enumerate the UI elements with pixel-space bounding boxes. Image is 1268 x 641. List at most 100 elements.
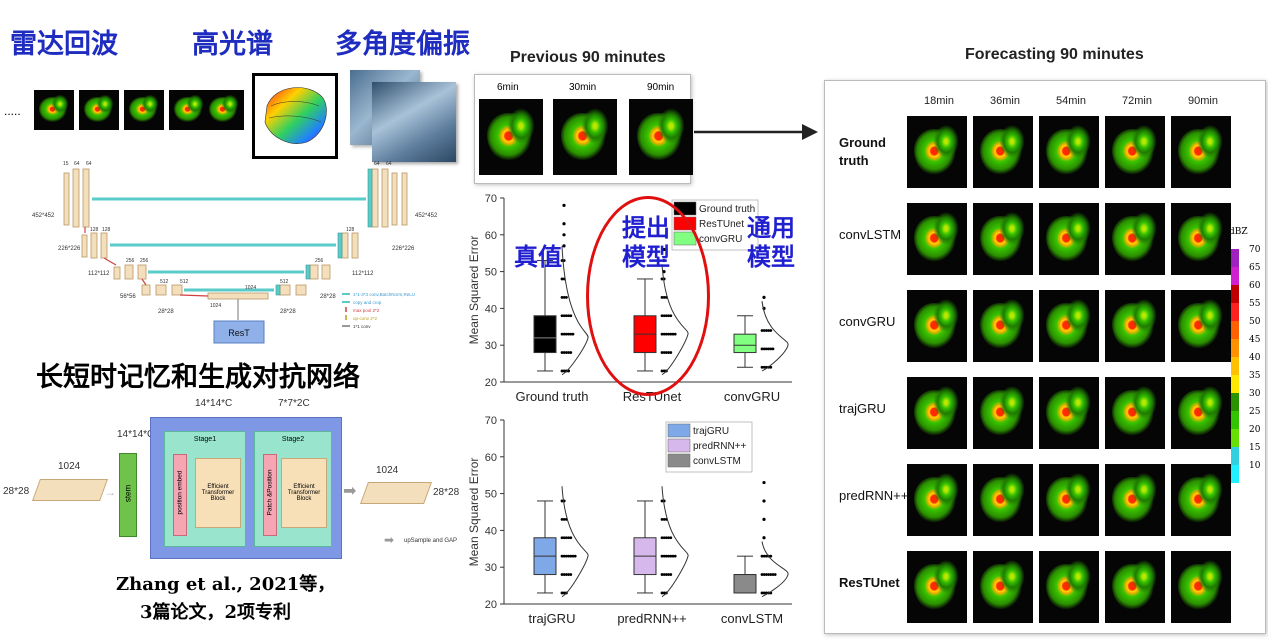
- y-tick-label: 50: [485, 267, 497, 279]
- data-point: [562, 591, 566, 595]
- forecast-radar-frame: [1171, 116, 1231, 188]
- density-curve: [761, 541, 789, 598]
- output-size-label: 1024: [376, 465, 399, 476]
- stem-dim-label: 14*14*C: [117, 429, 155, 440]
- colorbar-segment: [1231, 465, 1239, 483]
- data-point: [560, 332, 564, 336]
- forecast-radar-frame: [1105, 377, 1165, 449]
- legend-label: trajGRU: [693, 426, 729, 437]
- data-point: [765, 329, 768, 332]
- previous-radar-frame: [479, 99, 543, 175]
- colorbar-tick-label: 10: [1249, 461, 1261, 471]
- y-tick-label: 70: [485, 193, 497, 205]
- previous-radar-frame: [629, 99, 693, 175]
- data-point: [665, 554, 668, 558]
- unet-legend-item: up-conv 2*2: [353, 316, 378, 321]
- size-label: 226*226: [58, 246, 81, 252]
- forecast-radar-frame: [973, 551, 1033, 623]
- forecast-radar-frame: [973, 464, 1033, 536]
- channel-label: 512: [180, 279, 189, 285]
- data-point: [760, 554, 764, 558]
- size-label: 452*452: [415, 213, 438, 219]
- data-point: [562, 517, 566, 521]
- unet-diagram: ResT 452*452 226*226 112*112 56*56 28*28…: [30, 155, 450, 350]
- size-label: 452*452: [32, 213, 55, 219]
- data-point: [660, 554, 664, 558]
- efficient-transformer-block: Efficient Transformer Block: [195, 458, 241, 528]
- arrow-icon: ➡: [343, 483, 357, 500]
- data-point: [565, 351, 568, 354]
- data-point: [765, 347, 768, 351]
- colorbar-segment: [1231, 393, 1239, 411]
- outlier-point: [762, 480, 766, 485]
- data-point: [760, 365, 764, 369]
- data-point: [662, 591, 666, 595]
- polarization-image: [372, 82, 456, 162]
- data-point: [771, 347, 775, 351]
- size-label: 28*28: [158, 309, 174, 315]
- y-axis-label: Mean Squared Error: [467, 458, 481, 567]
- forecast-radar-frame: [907, 116, 967, 188]
- data-point: [567, 554, 570, 558]
- data-point: [667, 573, 670, 576]
- data-point: [665, 536, 668, 540]
- forecast-radar-frame: [1105, 203, 1165, 275]
- data-point: [769, 573, 773, 576]
- data-point: [769, 329, 773, 332]
- arrow-icon: →: [104, 485, 116, 499]
- data-point: [562, 554, 566, 558]
- size-label: 112*112: [352, 271, 374, 277]
- data-point: [560, 351, 564, 354]
- data-point: [560, 277, 564, 281]
- colorbar-tick-label: 40: [1249, 353, 1261, 363]
- colorbar-tick-label: 20: [1249, 425, 1261, 435]
- colorbar-segment: [1231, 447, 1239, 465]
- data-point: [565, 573, 568, 576]
- heading-lstm-gan: 长短时记忆和生成对抗网络: [36, 362, 360, 393]
- data-point: [567, 351, 570, 354]
- sequence-ellipsis: .....: [4, 104, 21, 118]
- data-point: [765, 573, 768, 576]
- forecast-radar-frame: [907, 464, 967, 536]
- data-point: [562, 351, 566, 354]
- data-point: [760, 591, 764, 595]
- stage1-label: Stage1: [193, 436, 217, 443]
- patch-position-block: Patch &Position: [263, 454, 277, 536]
- data-point: [765, 554, 768, 558]
- legend-label: convLSTM: [693, 456, 741, 467]
- data-point: [667, 554, 670, 558]
- y-axis-label: Mean Squared Error: [467, 236, 481, 345]
- y-tick-label: 50: [485, 489, 497, 501]
- colorbar-segment: [1231, 249, 1239, 267]
- x-category-label: convGRU: [724, 389, 780, 404]
- outlier-point: [562, 222, 566, 226]
- output-dim-label: 28*28: [433, 487, 460, 498]
- colorbar-tick-label: 15: [1249, 443, 1261, 453]
- forecast-column-label: 18min: [924, 95, 954, 107]
- forecast-radar-frame: [907, 377, 967, 449]
- colorbar-tick-label: 45: [1249, 335, 1261, 345]
- forecast-title: Forecasting 90 minutes: [965, 46, 1144, 63]
- unet-legend-item: max pool 2*2: [353, 308, 380, 313]
- colorbar-tick-label: 65: [1249, 263, 1261, 273]
- input-radar-frame: [169, 90, 209, 130]
- y-tick-label: 40: [485, 303, 497, 315]
- data-point: [769, 365, 773, 369]
- forecast-radar-frame: [1171, 203, 1231, 275]
- channel-label: 64: [86, 161, 92, 167]
- data-point: [560, 499, 564, 503]
- citation-line1: Zhang et al., 2021等，: [116, 574, 336, 595]
- data-point: [665, 573, 668, 576]
- data-point: [762, 573, 766, 576]
- data-point: [760, 573, 764, 576]
- legend-label: convGRU: [699, 234, 742, 245]
- data-point: [662, 517, 666, 521]
- channel-label: 128: [346, 227, 355, 233]
- previous-frame-label: 30min: [569, 82, 597, 93]
- y-tick-label: 60: [485, 230, 497, 242]
- forecast-radar-frame: [1105, 290, 1165, 362]
- outlier-point: [762, 517, 766, 521]
- stage1-box: Stage1 position embed Efficient Transfor…: [164, 431, 246, 547]
- outlier-point: [562, 233, 566, 237]
